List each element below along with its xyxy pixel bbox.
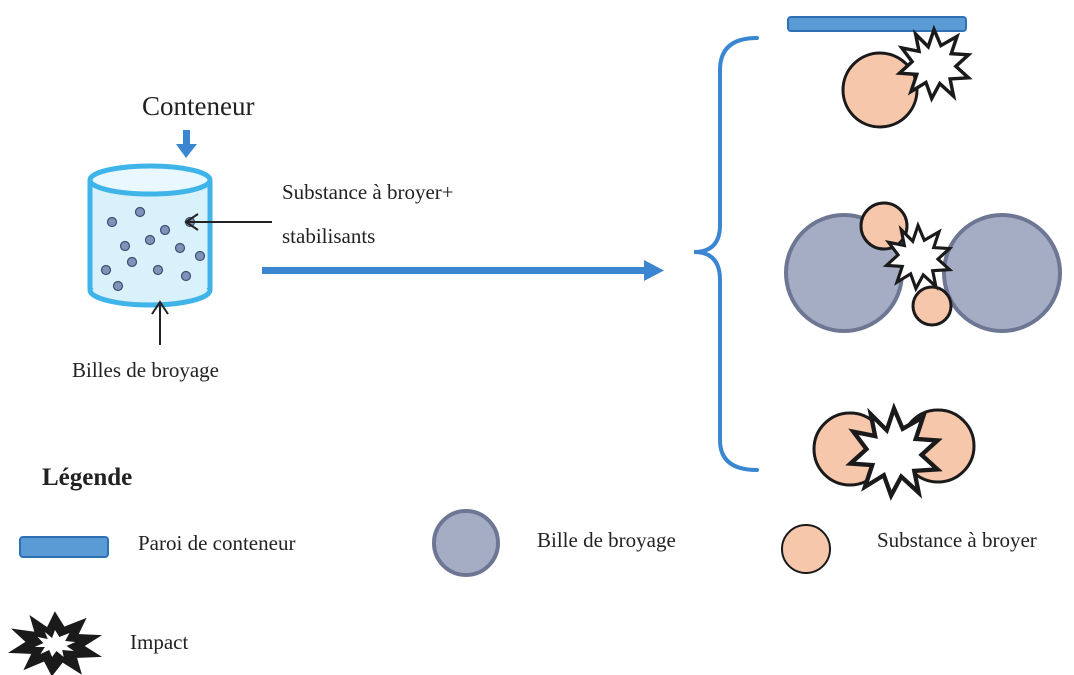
legend-title: Légende: [42, 464, 133, 491]
container-label: Conteneur: [142, 91, 255, 121]
process-arrow: [262, 260, 664, 281]
bead-impact-case: [784, 201, 1062, 333]
impact-burst-icon: [8, 611, 103, 675]
beads-pointer-arrow: [151, 300, 169, 345]
container-wall: [787, 16, 967, 32]
substance-particle-icon: [781, 524, 831, 574]
substance-label-line2: stabilisants: [282, 224, 376, 248]
particle-impact-case: [812, 409, 976, 496]
wall-impact-case: [787, 16, 971, 129]
substance-particle: [859, 201, 909, 251]
beads-label: Billes de broyage: [72, 358, 219, 382]
container-wall-icon: [19, 536, 109, 558]
legend-label-impact: Impact: [130, 630, 189, 654]
substance-pointer-arrow: [184, 213, 272, 231]
grinding-bead-icon: [432, 509, 500, 577]
grinding-bead: [942, 213, 1062, 333]
substance-label-line1: Substance à broyer+: [282, 180, 454, 204]
substance-particle: [841, 51, 919, 129]
substance-particle: [911, 285, 953, 327]
container-cylinder: [87, 163, 213, 308]
container-down-arrow: [176, 130, 197, 158]
legend-label-bead: Bille de broyage: [537, 528, 676, 552]
curly-brace: [693, 36, 759, 472]
legend-label-wall: Paroi de conteneur: [138, 531, 296, 555]
legend-label-substance: Substance à broyer: [877, 528, 1037, 552]
